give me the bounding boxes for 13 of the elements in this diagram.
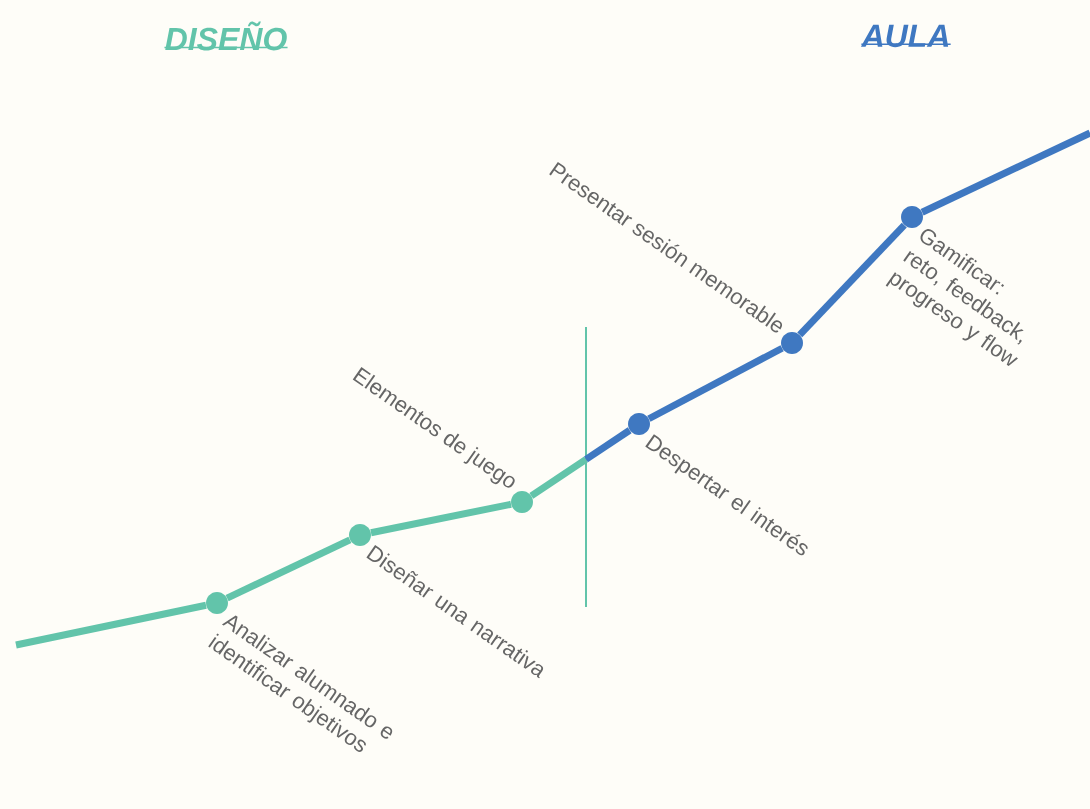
line	[225, 536, 352, 602]
dot	[781, 332, 803, 354]
dot	[628, 413, 650, 435]
dot	[511, 491, 533, 513]
dot	[349, 524, 371, 546]
line	[15, 601, 207, 649]
line	[370, 500, 512, 537]
line	[920, 129, 1090, 216]
line	[647, 345, 784, 422]
dot	[206, 592, 228, 614]
dot	[901, 206, 923, 228]
line	[797, 222, 907, 338]
line	[529, 427, 632, 499]
